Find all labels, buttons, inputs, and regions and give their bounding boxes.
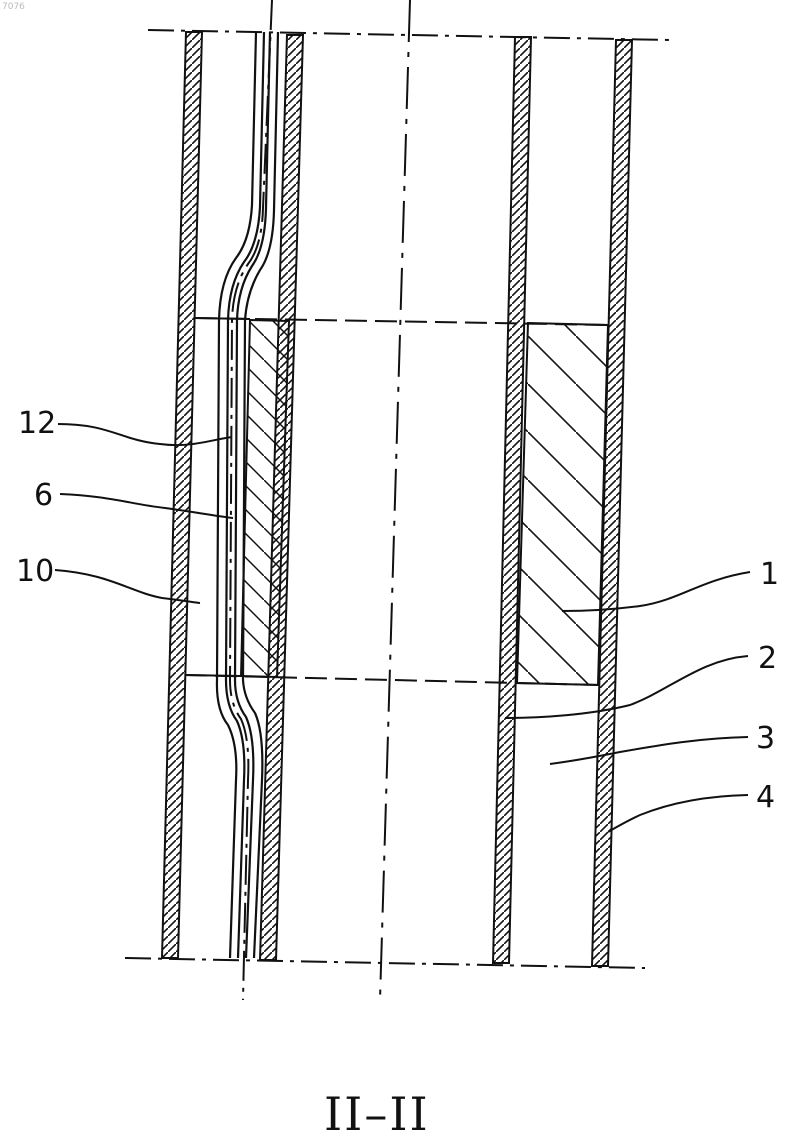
label-10: 10 xyxy=(16,554,54,589)
section-caption: II–II xyxy=(324,1087,430,1141)
label-4: 4 xyxy=(756,780,775,815)
leader-3 xyxy=(550,737,748,764)
bottom-boundary-line xyxy=(125,958,645,968)
left-outer-wall xyxy=(162,32,202,958)
main-center-line xyxy=(380,0,410,1000)
label-2: 2 xyxy=(758,641,777,676)
leader-12 xyxy=(58,424,232,445)
leader-6 xyxy=(60,494,233,518)
block-1 xyxy=(517,323,608,685)
upper-region-left-solid xyxy=(195,318,250,319)
leader-4 xyxy=(608,795,748,832)
label-3: 3 xyxy=(756,721,775,756)
lower-region-left-solid xyxy=(185,675,241,676)
label-1: 1 xyxy=(760,557,779,592)
corner-mark: 7076 xyxy=(2,2,25,12)
label-6: 6 xyxy=(34,478,53,513)
label-12: 12 xyxy=(18,406,56,441)
